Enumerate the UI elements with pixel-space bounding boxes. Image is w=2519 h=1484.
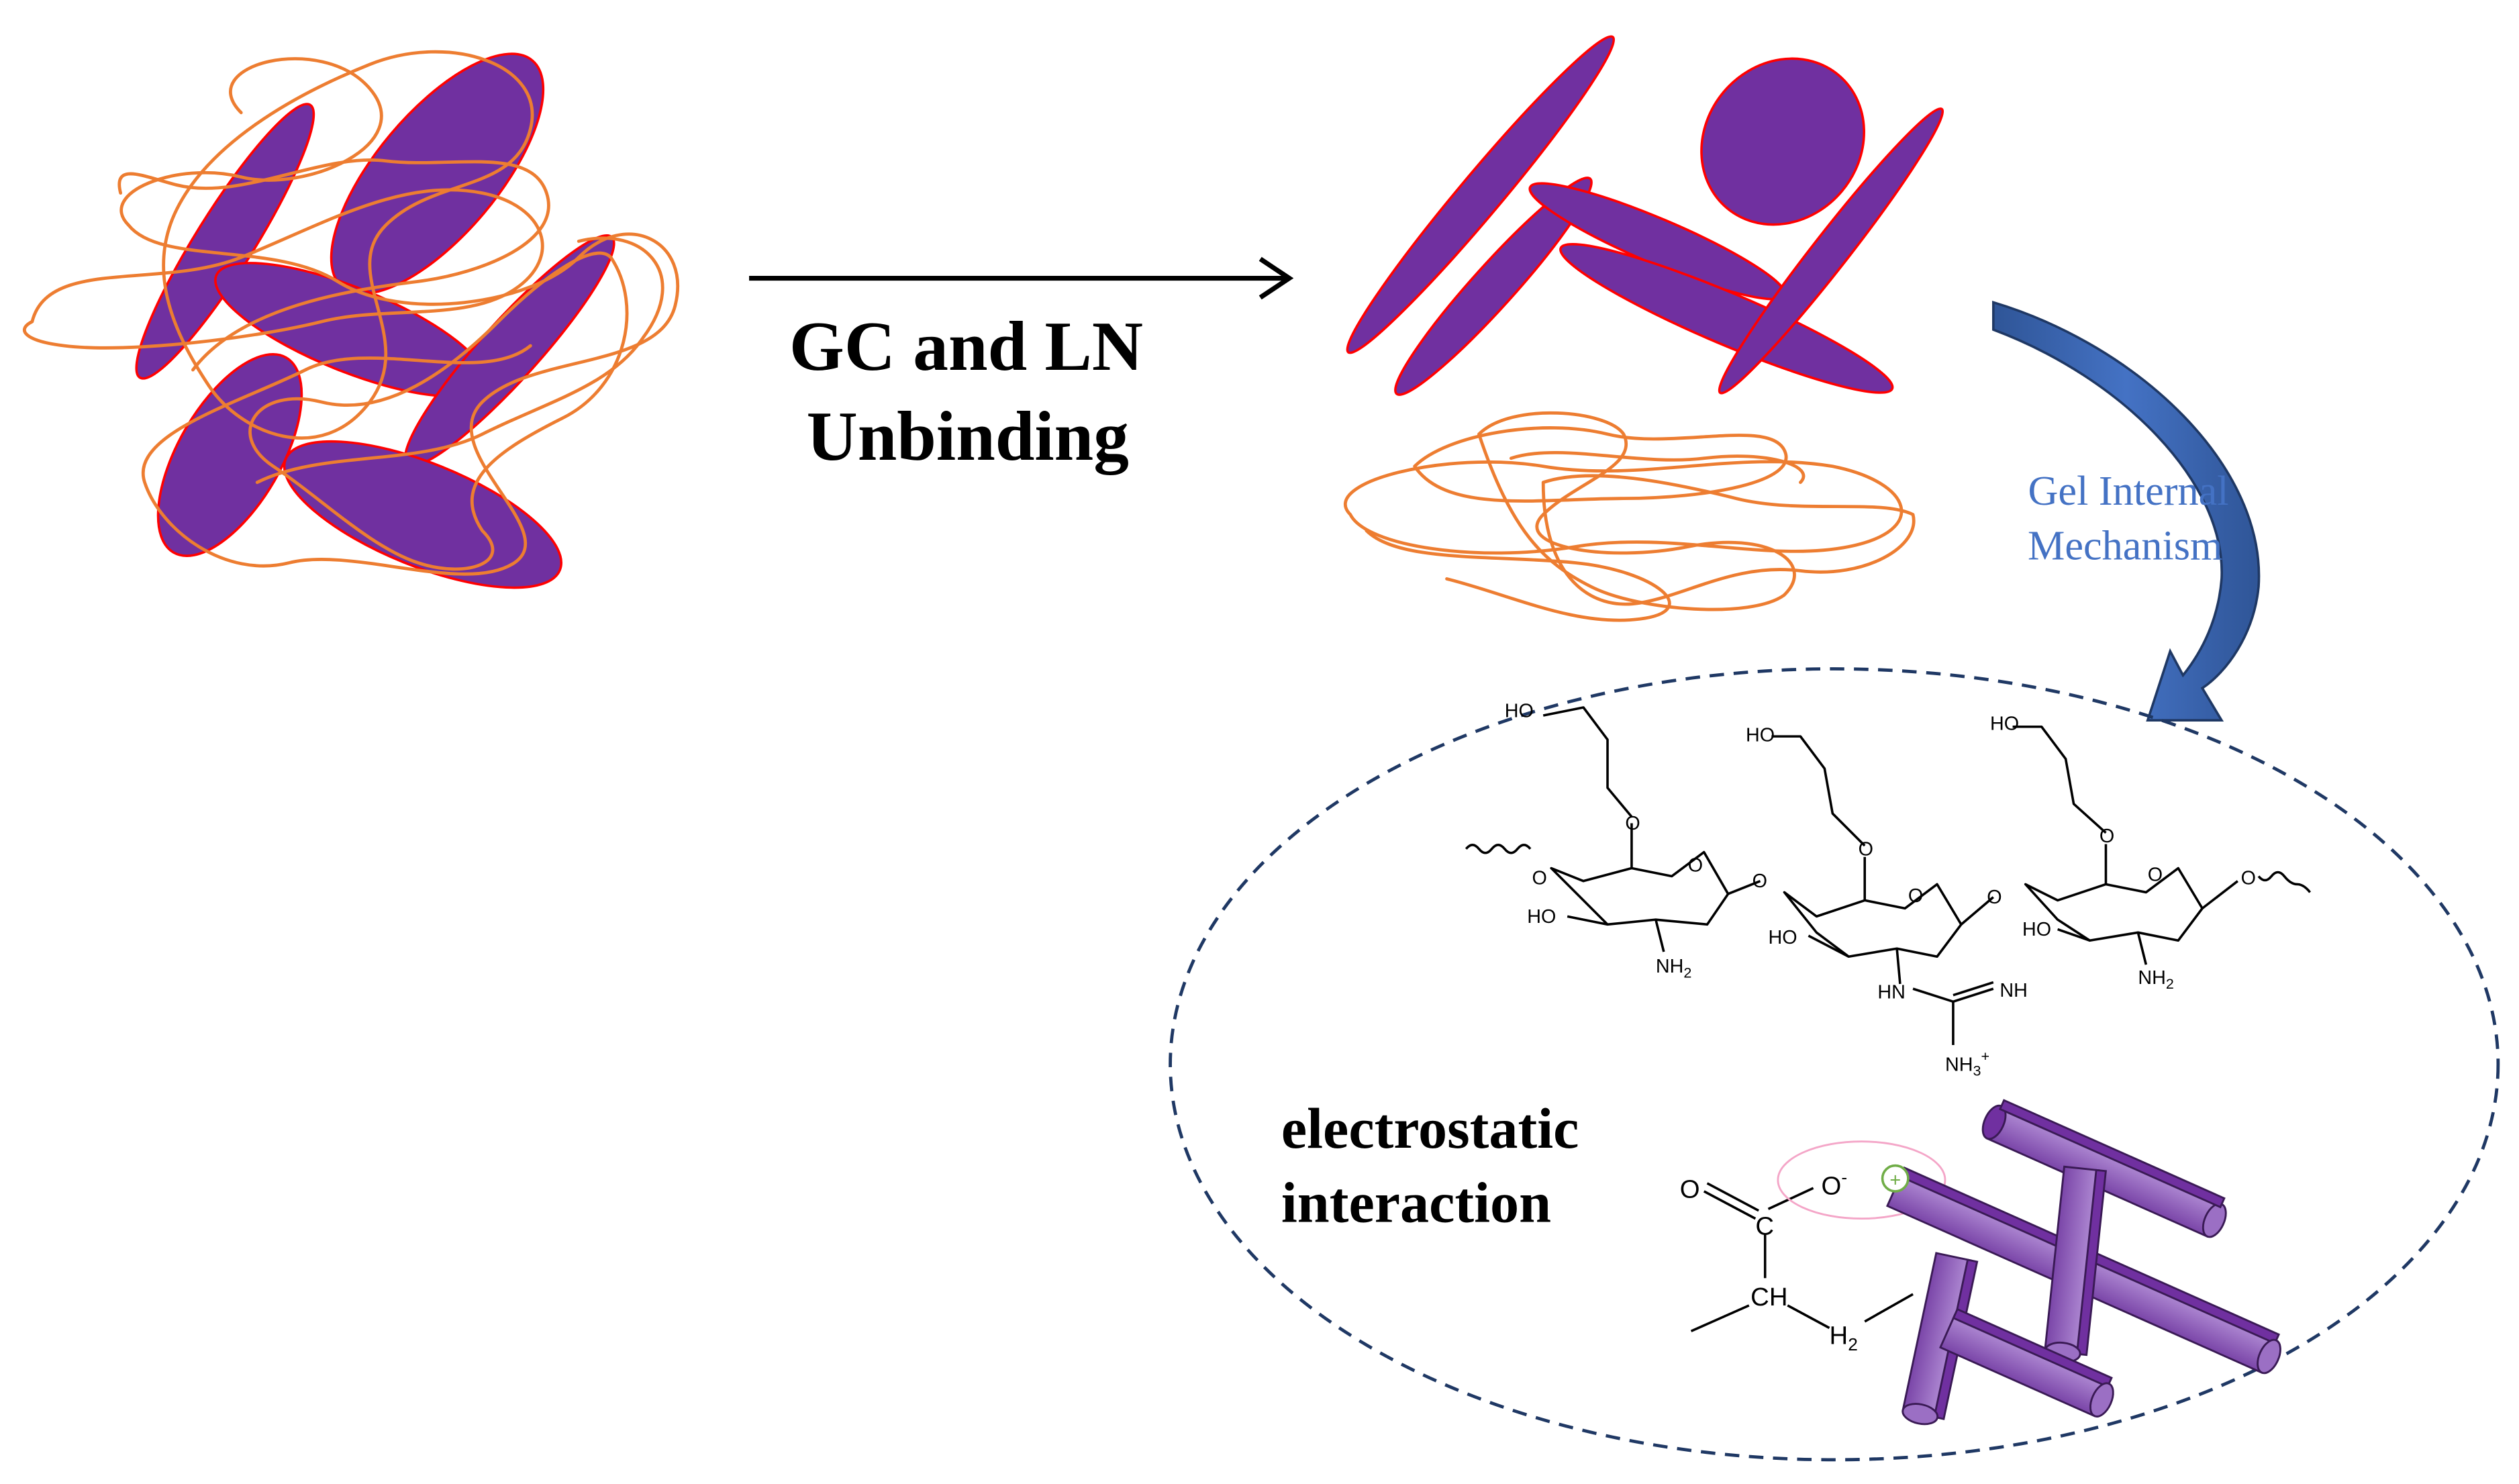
chem-hn: HN xyxy=(1877,982,1906,1003)
clay-platelet xyxy=(1718,107,1944,395)
polymer-chain xyxy=(119,57,680,576)
arrow-label-line1: GC and LN xyxy=(789,307,1143,385)
carboxyl-ch2: H2 xyxy=(1830,1321,1858,1354)
chem-ho: HO xyxy=(1505,700,1534,722)
carboxyl-o-double: O xyxy=(1680,1175,1700,1203)
polymer-chain xyxy=(1413,426,1788,503)
chem-o: O xyxy=(2148,864,2163,886)
co-single-bond xyxy=(1767,1187,1814,1210)
ring1-o-link xyxy=(1542,706,1633,869)
clay-rod xyxy=(2044,1165,2108,1363)
chem-o: O xyxy=(2100,826,2114,847)
interaction-label-line1: electrostatic xyxy=(1281,1096,1579,1160)
polymer-chain xyxy=(248,251,629,571)
chem-o: O xyxy=(1752,871,1767,892)
chitosan-labels: HO HO HO O O O O O O O O O O HO HO HO NH… xyxy=(1505,700,2256,1079)
unbinding-arrow xyxy=(749,256,1294,300)
ch-ch2-bond xyxy=(1787,1304,1830,1330)
clay-platelet xyxy=(1346,35,1616,354)
glyco-bond-3 xyxy=(2202,880,2238,909)
ring2-o-link xyxy=(1771,735,1867,901)
carboxyl-fragment xyxy=(1690,1182,1914,1332)
clay-rods-3d xyxy=(1885,1099,2281,1426)
carboxyl-c: C xyxy=(1755,1212,1774,1241)
chem-o: O xyxy=(1532,867,1546,889)
ring1-nh2 xyxy=(1654,919,1665,952)
carboxyl-labels: O O- C CH H2 xyxy=(1680,1167,1858,1354)
polymer-chain xyxy=(23,188,544,350)
clay-platelets-separated xyxy=(1346,35,1944,396)
clay-platelet xyxy=(1559,243,1894,394)
co-double-bond xyxy=(1703,1182,1759,1220)
polymer-chain xyxy=(117,158,550,372)
chem-ho: HO xyxy=(2022,919,2051,940)
ring2-ho xyxy=(1808,934,1850,958)
chem-ho: HO xyxy=(1746,724,1775,746)
chem-ho: HO xyxy=(1990,713,2019,735)
polymer-chains-separated xyxy=(1344,411,1916,622)
clay-rod xyxy=(1939,1307,2114,1418)
positive-charge-marker: + xyxy=(1881,1164,1910,1193)
mechanism-ellipse xyxy=(1169,667,2500,1462)
ring-3 xyxy=(2024,867,2204,942)
curved-arrow-label-line2: Mechanism xyxy=(2028,524,2223,569)
clay-platelet xyxy=(1700,57,1865,226)
chem-nh: NH xyxy=(1999,980,2028,1001)
chem-nh2: NH2 xyxy=(2138,967,2174,992)
clay-platelets-bound xyxy=(135,52,615,589)
curved-arrow-label-line1: Gel Internal xyxy=(2028,468,2228,514)
chain-end-wavy-right xyxy=(2257,871,2312,893)
plus-sign: + xyxy=(1889,1170,1901,1191)
chem-o: O xyxy=(2241,867,2256,889)
carboxyl-ch: CH xyxy=(1750,1283,1787,1312)
polymer-chain xyxy=(1365,529,1671,622)
ring3-ho xyxy=(2057,928,2091,942)
chem-nh3: NH3+ xyxy=(1945,1048,1989,1079)
ring1-ho xyxy=(1567,915,1608,926)
interaction-highlight-ring xyxy=(1777,1140,1946,1220)
clay-platelet xyxy=(1394,177,1593,396)
chem-o: O xyxy=(1987,887,2002,908)
curved-blue-arrow xyxy=(1992,301,2261,722)
plus-icon xyxy=(1881,1164,1910,1193)
ch-methyl-bond xyxy=(1690,1304,1750,1332)
chem-o: O xyxy=(1625,813,1640,834)
ring2-guanidine xyxy=(1895,948,1994,1045)
glyco-bond-2 xyxy=(1960,896,1994,926)
arrow-label-line2: Unbinding xyxy=(807,397,1129,475)
chem-o: O xyxy=(1688,854,1703,876)
chem-o: O xyxy=(1859,838,1873,860)
chitosan-structure xyxy=(1465,706,2312,1045)
bound-cluster xyxy=(23,50,680,589)
interaction-label-line2: interaction xyxy=(1281,1170,1551,1234)
ch2-tail-bond xyxy=(1864,1293,1914,1323)
polymer-chains-bound xyxy=(23,50,680,576)
chem-ho: HO xyxy=(1527,906,1556,928)
ring3-o-link xyxy=(2012,725,2108,885)
chem-nh2: NH2 xyxy=(1656,956,1692,981)
chain-end-wavy xyxy=(1465,844,1532,854)
polymer-chain xyxy=(255,236,664,485)
polymer-chain xyxy=(1541,474,1916,606)
polymer-chain xyxy=(1477,411,1796,611)
ring3-nh2 xyxy=(2136,932,2148,965)
glyco-bond-1 xyxy=(1727,880,1761,895)
polymer-chain xyxy=(1509,450,1806,485)
chem-ho: HO xyxy=(1769,927,1797,948)
carboxyl-o-single: O- xyxy=(1822,1167,1848,1201)
chem-o: O xyxy=(1908,885,1923,907)
ring-2 xyxy=(1783,883,1963,958)
arrow-head xyxy=(1258,256,1294,300)
